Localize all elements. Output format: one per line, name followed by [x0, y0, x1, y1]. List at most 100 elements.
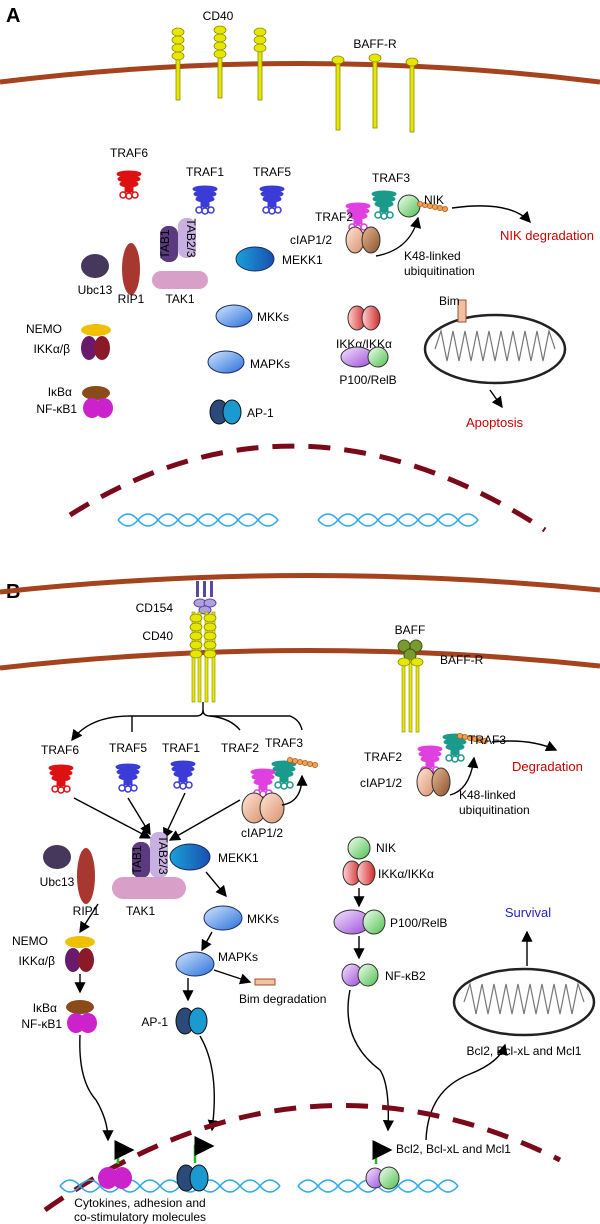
traf6-label-b: TRAF6: [41, 743, 79, 757]
tab1-a: [160, 226, 178, 262]
ikba-label-a: IκBα: [48, 385, 72, 399]
ciap-label-b-right: cIAP1/2: [360, 776, 402, 790]
ubc13-label-a: Ubc13: [78, 283, 113, 297]
nuclear-envelope-a: [68, 443, 547, 533]
membrane-a: [0, 61, 600, 85]
nfkb1-a-2: [95, 398, 113, 418]
mkks-label-b: MKKs: [247, 912, 279, 926]
traf2-label-b-right: TRAF2: [364, 750, 402, 764]
nfkb1-b-2: [79, 1013, 97, 1033]
traf3-b: [271, 760, 297, 790]
bim-degradation-label: Bim degradation: [239, 992, 326, 1006]
ciap-b-right-2: [431, 767, 451, 797]
ikkaa-label-b: IKKα/IKKα: [378, 867, 434, 881]
tak1-a: [152, 271, 208, 289]
baffr-label-b: BAFF-R: [440, 653, 484, 667]
traf1-b: [170, 760, 196, 790]
mekk1-b: [169, 843, 211, 871]
ikba-b: [66, 1000, 94, 1014]
bcl-mito-label: Bcl2, Bcl-xL and Mcl1: [467, 1044, 582, 1058]
bim-label-a: Bim: [439, 294, 460, 308]
ikkaa-a-2: [361, 305, 381, 331]
transcription-arrow-nfkb1: [114, 1140, 135, 1164]
ikkab-label-b: IKKα/β: [18, 954, 55, 968]
ap1-a-2: [222, 399, 242, 425]
traf3-label-b: TRAF3: [265, 736, 303, 750]
traf3-a: [371, 190, 397, 220]
ikkb-b: [78, 948, 94, 972]
tab23-a: [178, 218, 196, 258]
ciap-a-1: [345, 226, 365, 254]
ikkaa-b-2: [356, 860, 376, 886]
ap1-label-b: AP-1: [141, 1015, 168, 1029]
nfkb2-label-b: NF-κB2: [385, 969, 426, 983]
rip1-label-b: RIP1: [73, 904, 100, 918]
mitochondrion-a: [423, 313, 567, 385]
nfkb2-to-nucleus-arrow: [347, 989, 395, 1132]
transcription-arrow-ap1: [193, 1136, 215, 1163]
traf5-label-a: TRAF5: [253, 165, 291, 179]
nik-label-a: NIK: [424, 193, 444, 207]
ubc13-label-b: Ubc13: [40, 875, 75, 889]
apoptosis-label: Apoptosis: [466, 415, 524, 430]
traf6-a: [116, 170, 142, 200]
ikba-a: [82, 386, 110, 400]
nemo-b: [65, 936, 95, 948]
cytokines-label-1: Cytokines, adhesion and: [74, 1196, 205, 1210]
dna-b-1: [59, 1179, 281, 1193]
degradation-arrow: [491, 740, 558, 751]
traf2-label-b: TRAF2: [221, 741, 259, 755]
tak1-label-a: TAK1: [165, 292, 194, 306]
traf5-label-b: TRAF5: [109, 741, 147, 755]
nik-degradation-arrow: [451, 205, 531, 224]
tab1-label-b: TAB1: [130, 845, 144, 874]
bim-protein-b: [254, 978, 276, 986]
ikka-b: [65, 948, 81, 972]
nfkb1-label-a: NF-κB1: [36, 402, 77, 416]
rip1-a: [122, 243, 140, 295]
ciap-b-2: [259, 792, 285, 824]
ap1-to-nucleus-arrow: [199, 1035, 219, 1132]
mkks-a: [215, 304, 253, 328]
mkks-b: [203, 905, 243, 931]
apoptosis-arrow: [489, 389, 503, 409]
cd154-trimer: [193, 581, 217, 615]
mitochondrion-b: [452, 967, 596, 1037]
traf6-label-a: TRAF6: [110, 146, 148, 160]
mkks-to-mapks-arrow: [201, 931, 213, 952]
nemo-a: [81, 324, 111, 336]
bcl-gene-label: Bcl2, Bcl-xL and Mcl1: [396, 1142, 511, 1156]
cd40-label-b: CD40: [142, 629, 173, 643]
ikba-label-b: IκBα: [33, 1001, 57, 1015]
nemo-label-b: NEMO: [12, 934, 48, 948]
mkks-label-a: MKKs: [257, 310, 289, 324]
tab23-label-a: TAB2/3: [184, 218, 198, 257]
ubiquitination-arrow-b-right: [449, 756, 479, 796]
ikkb-a: [94, 336, 110, 360]
traf6-b: [48, 764, 74, 794]
relb-dna: [378, 1166, 400, 1190]
traf6-to-tak1-arrow: [73, 797, 152, 839]
tab23-b: [150, 832, 168, 878]
nik-protein-b: [347, 836, 371, 860]
traf2-to-tak1-arrow: [168, 799, 241, 841]
survival-label: Survival: [505, 905, 551, 920]
ciap-a-2: [361, 226, 381, 254]
mapks-label-a: MAPKs: [250, 357, 290, 371]
relb-b-2: [357, 963, 379, 987]
traf5-a: [259, 185, 285, 215]
panel-a-letter: A: [6, 5, 20, 27]
mapks-a: [207, 350, 245, 374]
degradation-label: Degradation: [512, 759, 583, 774]
p100-label-b: P100/RelB: [390, 916, 447, 930]
tab1-label-a: TAB1: [158, 229, 172, 258]
cd40-branch-left: [71, 702, 204, 742]
nfkb1-dna-1: [98, 1167, 118, 1189]
dna-b-2: [59, 1179, 281, 1193]
dna-a-4: [317, 513, 479, 527]
ikkab-label-a: IKKα/β: [33, 342, 70, 356]
membrane-b-upper: [0, 572, 600, 595]
bim-protein-a: [457, 299, 467, 323]
p100-label-a: P100/RelB: [339, 373, 396, 387]
